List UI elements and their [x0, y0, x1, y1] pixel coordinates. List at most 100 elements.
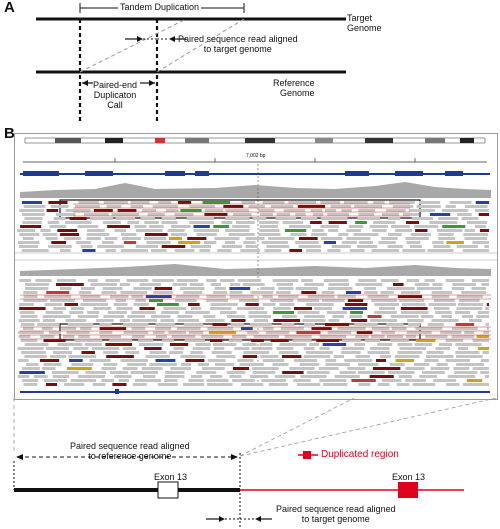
read: [212, 343, 237, 346]
read: [103, 201, 128, 204]
read: [206, 379, 229, 382]
read: [65, 221, 92, 224]
read: [115, 217, 136, 220]
read-reference-genome-label: Paired sequence read aligned to referenc…: [70, 441, 190, 461]
target-genome-label: Target Genome: [347, 13, 382, 33]
read: [55, 213, 76, 216]
read: [81, 351, 95, 354]
read: [319, 347, 330, 350]
read: [126, 279, 149, 282]
read: [230, 323, 245, 326]
read: [474, 225, 487, 228]
read: [321, 291, 335, 294]
read: [213, 347, 225, 350]
read: [103, 363, 118, 366]
read: [327, 331, 352, 334]
read: [41, 327, 53, 330]
read: [297, 311, 320, 314]
read: [327, 287, 353, 290]
read: [140, 217, 155, 220]
read: [351, 319, 368, 322]
read: [268, 237, 295, 240]
read: [240, 383, 264, 386]
read: [25, 283, 49, 286]
read: [173, 347, 184, 350]
read: [130, 371, 158, 374]
read: [131, 311, 156, 314]
read: [278, 287, 294, 290]
read: [191, 375, 203, 378]
read: [112, 383, 127, 386]
read: [170, 343, 189, 346]
read: [474, 209, 489, 212]
read: [144, 237, 167, 240]
read: [123, 331, 149, 334]
read: [401, 303, 426, 306]
read: [390, 315, 419, 318]
read: [325, 363, 350, 366]
read: [446, 241, 464, 244]
read: [184, 339, 205, 342]
read: [192, 347, 211, 350]
read: [52, 375, 70, 378]
read: [56, 279, 77, 282]
read: [19, 311, 35, 314]
read: [407, 319, 424, 322]
read: [87, 279, 98, 282]
read: [259, 221, 279, 224]
read: [69, 359, 83, 362]
read: [369, 225, 388, 228]
read: [139, 283, 161, 286]
read: [198, 363, 210, 366]
read: [158, 201, 172, 204]
read: [471, 279, 489, 282]
read: [431, 319, 459, 322]
read: [207, 359, 226, 362]
read: [174, 249, 195, 252]
read: [325, 323, 350, 326]
read: [320, 225, 339, 228]
read: [57, 343, 83, 346]
read: [40, 335, 55, 338]
read: [270, 339, 289, 342]
read: [170, 367, 191, 370]
read: [414, 283, 430, 286]
read: [90, 217, 114, 220]
read: [411, 217, 433, 220]
read: [92, 383, 106, 386]
tandem-duplication-label: Tandem Duplication: [118, 2, 202, 12]
read: [486, 327, 489, 330]
read: [264, 249, 282, 252]
read: [438, 217, 459, 220]
read: [348, 225, 364, 228]
read: [166, 209, 179, 212]
read: [482, 351, 489, 354]
read: [449, 201, 472, 204]
read: [53, 307, 67, 310]
read: [295, 287, 318, 290]
read: [120, 291, 148, 294]
read: [210, 307, 232, 310]
read: [67, 323, 94, 326]
read: [18, 331, 44, 334]
read: [341, 209, 352, 212]
read: [172, 283, 187, 286]
read: [23, 205, 46, 208]
read: [111, 213, 140, 216]
read: [24, 355, 47, 358]
read: [141, 367, 163, 370]
read: [415, 229, 428, 232]
read: [42, 233, 58, 236]
read: [64, 237, 81, 240]
read: [390, 339, 410, 342]
read: [424, 359, 439, 362]
read: [190, 307, 202, 310]
read: [17, 229, 36, 232]
read: [225, 209, 249, 212]
read: [123, 241, 137, 244]
igv-browser-view[interactable]: [14, 133, 498, 400]
read: [433, 307, 450, 310]
read: [171, 225, 191, 228]
read: [400, 311, 429, 314]
read: [406, 221, 419, 224]
